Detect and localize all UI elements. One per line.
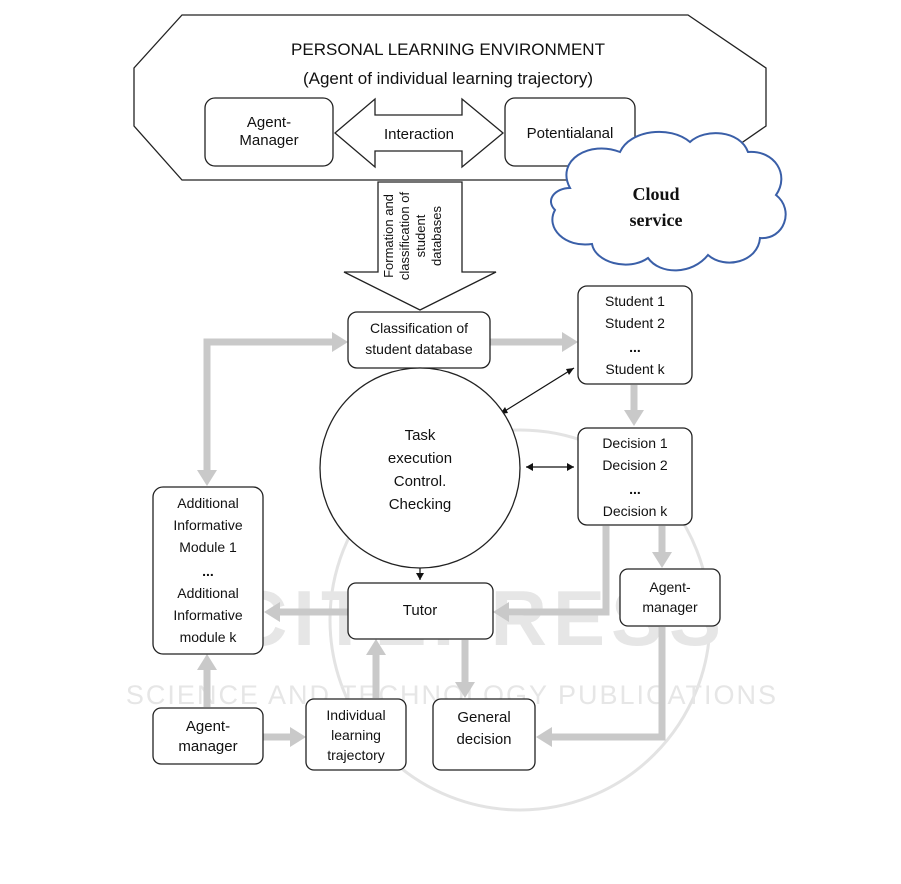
agent-manager-box: [204, 97, 334, 167]
trajectory-box: Individual learning trajectory: [305, 698, 407, 771]
general-line2: decision: [456, 731, 511, 748]
agent-manager-bottom-line1: Agent-: [186, 718, 230, 735]
ple-title-line2: (Agent of individual learning trajectory…: [303, 69, 593, 88]
agent-manager-right-line2: manager: [642, 599, 698, 615]
students-ellipsis: ...: [629, 339, 641, 355]
agent-manager-right-line1: Agent-: [649, 579, 691, 595]
decisions-ellipsis: ...: [629, 481, 641, 497]
tutor-box: Tutor: [347, 582, 494, 640]
trajectory-line1: Individual: [326, 707, 385, 723]
formation-line2: classification of: [397, 192, 412, 281]
additional-modules-box: Additional Informative Module 1 ... Addi…: [152, 486, 264, 655]
task-line3: Control.: [394, 473, 447, 490]
trajectory-line2: learning: [331, 727, 381, 743]
potential-label: Potentialanal: [527, 125, 614, 142]
cloud-line2: service: [630, 210, 683, 230]
task-line2: execution: [388, 450, 452, 467]
students-box: Student 1 Student 2 ... Student k: [577, 285, 693, 385]
agent-manager-line2: Manager: [239, 132, 298, 149]
classification-line1: Classification of: [370, 320, 468, 336]
module-line1: Additional: [177, 495, 239, 511]
agent-manager-bottom-box: Agent- manager: [152, 707, 264, 765]
ple-title-line1: PERSONAL LEARNING ENVIRONMENT: [291, 40, 605, 59]
module-line2: Informative: [173, 517, 242, 533]
agent-manager-right-box: Agent- manager: [619, 568, 721, 627]
decisions-box: Decision 1 Decision 2 ... Decision k: [577, 427, 693, 526]
agent-manager-bottom-line2: manager: [178, 738, 237, 755]
formation-line4: databases: [429, 206, 444, 266]
classification-line2: student database: [365, 341, 473, 357]
student-2: Student 2: [605, 315, 665, 331]
cloud-line1: Cloud: [632, 184, 679, 204]
personal-learning-environment: PERSONAL LEARNING ENVIRONMENT (Agent of …: [133, 14, 767, 181]
module-line3: Module 1: [179, 539, 237, 555]
module-line6: Informative: [173, 607, 242, 623]
task-line1: Task: [405, 427, 436, 444]
student-1: Student 1: [605, 293, 665, 309]
modules-ellipsis: ...: [202, 563, 214, 579]
decision-k: Decision k: [603, 503, 669, 519]
general-decision-box: General decision: [432, 698, 536, 771]
classification-box: Classification of student database: [347, 311, 491, 369]
decision-1: Decision 1: [602, 435, 668, 451]
module-line7: module k: [180, 629, 238, 645]
decision-2: Decision 2: [602, 457, 668, 473]
cloud-service: Cloud service: [550, 130, 787, 272]
tutor-label: Tutor: [403, 602, 437, 619]
formation-arrow: Formation and classification of student …: [343, 181, 497, 311]
module-line5: Additional: [177, 585, 239, 601]
trajectory-line3: trajectory: [327, 747, 385, 763]
formation-line1: Formation and: [381, 194, 396, 278]
formation-line3: student: [413, 214, 428, 257]
student-k: Student k: [605, 361, 665, 377]
interaction-label: Interaction: [384, 126, 454, 143]
agent-manager-line1: Agent-: [247, 114, 291, 131]
task-execution-circle: Task execution Control. Checking: [319, 367, 521, 569]
gray-connectors: [197, 332, 672, 747]
task-line4: Checking: [389, 496, 452, 513]
interaction-arrow: [333, 97, 505, 169]
general-line1: General: [457, 709, 510, 726]
